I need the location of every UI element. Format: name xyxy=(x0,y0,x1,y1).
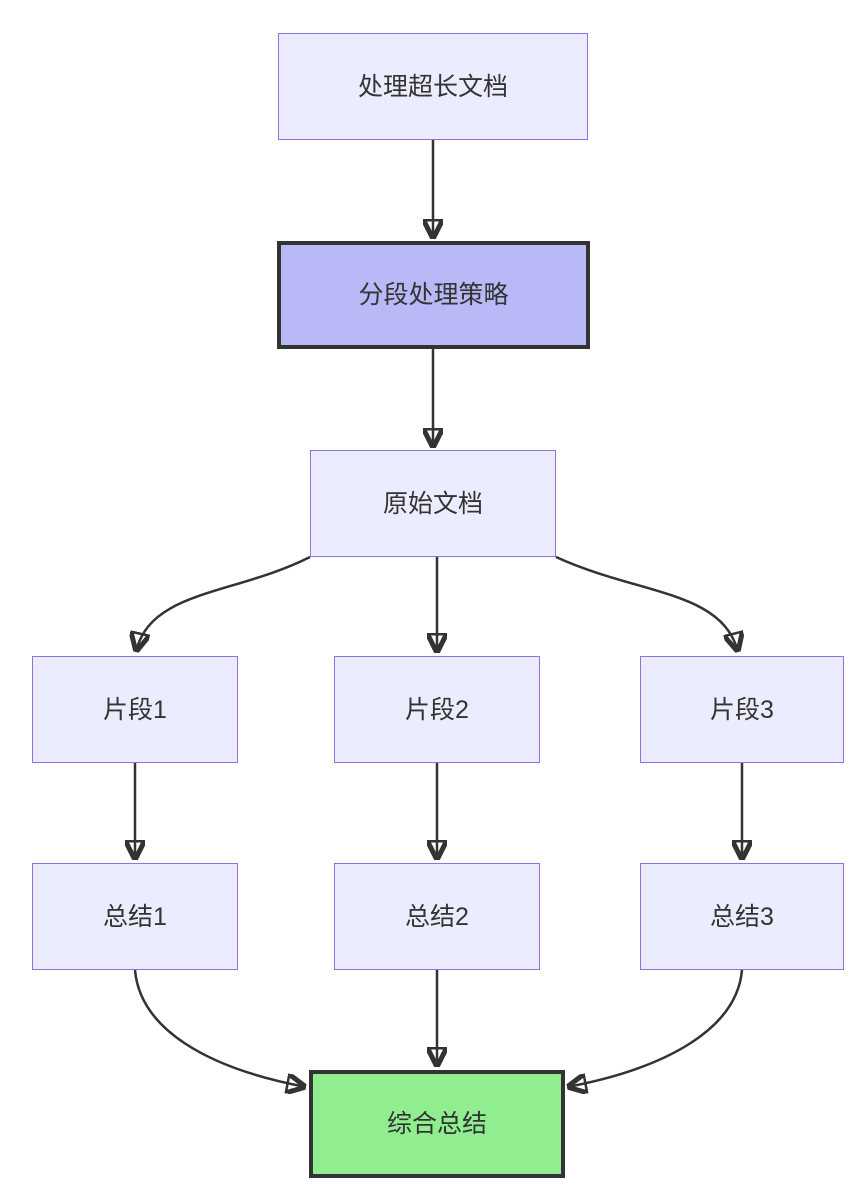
node-process-long-doc: 处理超长文档 xyxy=(278,33,588,140)
node-summary-1: 总结1 xyxy=(32,863,238,970)
edge-original-to-fragment3 xyxy=(555,555,738,652)
edge-summary3-to-final xyxy=(567,969,744,1087)
node-summary-2: 总结2 xyxy=(334,863,540,970)
node-fragment-3: 片段3 xyxy=(640,656,844,763)
node-fragment-2: 片段2 xyxy=(334,656,540,763)
edge-summary1-to-final xyxy=(133,969,306,1087)
node-fragment-1: 片段1 xyxy=(32,656,238,763)
edge-original-to-fragment1 xyxy=(136,555,311,652)
node-original-document: 原始文档 xyxy=(310,450,556,557)
node-summary-3: 总结3 xyxy=(640,863,844,970)
node-final-summary: 综合总结 xyxy=(309,1070,565,1178)
node-segmentation-strategy: 分段处理策略 xyxy=(277,241,590,349)
